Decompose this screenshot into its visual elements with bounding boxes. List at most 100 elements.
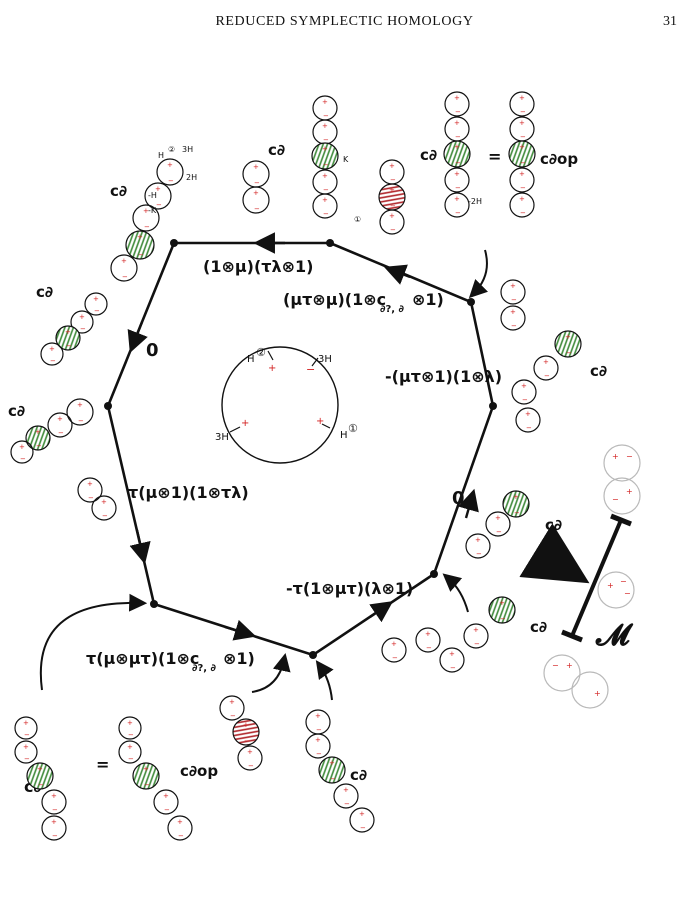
disk-sign: +: [35, 428, 41, 436]
edge-label-bottom-left: τ(μ⊗μτ)(1⊗c ∂?, ∂ ⊗1): [86, 649, 255, 674]
disk-sign: +: [101, 498, 107, 506]
center-disk: H ② 3H 3H H ① + − + +: [215, 346, 358, 463]
disk-sign: −: [38, 781, 44, 789]
disk-sign: −: [230, 712, 236, 720]
svg-text:τ(μ⊗μτ)(1⊗c: τ(μ⊗μτ)(1⊗c: [86, 649, 199, 668]
svg-text:−: −: [612, 495, 619, 504]
disk-sign: +: [525, 410, 531, 418]
disk-sign: −: [144, 223, 150, 231]
disk-sign: +: [495, 514, 501, 522]
disk-sign: +: [49, 345, 55, 353]
svg-text:∂?, ∂: ∂?, ∂: [192, 663, 217, 674]
svg-text:2H: 2H: [186, 173, 197, 182]
disk-sign: −: [102, 512, 108, 520]
disk-sign: +: [51, 792, 57, 800]
svg-text:3H: 3H: [182, 145, 193, 154]
disk-sign: +: [322, 98, 328, 106]
disk-sign: +: [51, 818, 57, 826]
svg-text:c∂: c∂: [590, 362, 607, 380]
cd-labels: c∂ c∂ c∂ c∂ c∂ c∂ c∂ c∂ c∂ c∂ c∂ c∂op c∂…: [8, 141, 607, 796]
disk-stacks: +−+−+−+−+−+−+−+−+−+−+−+−+−+−+−+−+−+−+−+−…: [11, 92, 581, 840]
disk-sign: +: [454, 94, 460, 102]
edge-label-top-right: (μτ⊗μ)(1⊗c ∂?, ∂ ⊗1): [283, 290, 444, 315]
disk-sign: +: [23, 743, 29, 751]
disk-sign: −: [520, 184, 526, 192]
disk-sign: +: [143, 765, 149, 773]
disk-sign: −: [316, 750, 322, 758]
svg-text:−: −: [620, 577, 627, 586]
disk-sign: −: [138, 251, 144, 259]
edge-label-bottom-right: -τ(1⊗μτ)(λ⊗1): [286, 579, 413, 598]
disk-sign: +: [315, 712, 321, 720]
disk-sign: +: [127, 719, 133, 727]
disk-sign: −: [511, 322, 517, 330]
disk-sign: +: [57, 415, 63, 423]
disk-sign: −: [344, 800, 350, 808]
disk-sign: +: [322, 122, 328, 130]
edge-labels: (1⊗μ)(τλ⊗1) (μτ⊗μ)(1⊗c ∂?, ∂ ⊗1) -(μτ⊗1)…: [86, 257, 502, 674]
disk-sign: +: [93, 295, 99, 303]
svg-text:⊗1): ⊗1): [223, 649, 255, 668]
svg-text:−: −: [306, 363, 315, 376]
disk-sign: −: [36, 442, 42, 450]
svg-text:⊗1): ⊗1): [412, 290, 444, 309]
disk-sign: +: [23, 719, 29, 727]
disk-sign: −: [156, 201, 162, 209]
edge-label-top: (1⊗μ)(τλ⊗1): [203, 257, 313, 276]
disk-sign: −: [80, 325, 86, 333]
disk-sign: −: [52, 832, 58, 840]
svg-text:(μτ⊗μ)(1⊗c: (μτ⊗μ)(1⊗c: [283, 290, 386, 309]
svg-text:c∂op: c∂op: [540, 150, 578, 168]
disk-sign: −: [128, 755, 134, 763]
faint-signs: +− −+ +−− −+ +: [552, 452, 633, 698]
disk-sign: −: [323, 161, 329, 169]
disk-sign: −: [500, 615, 506, 623]
svg-text:+: +: [566, 661, 573, 670]
svg-text:+: +: [607, 581, 614, 590]
svg-text:∂?, ∂: ∂?, ∂: [380, 304, 405, 315]
disk-sign: −: [390, 202, 396, 210]
disk-sign: +: [79, 313, 85, 321]
disk-sign: +: [454, 143, 460, 151]
disk-sign: +: [163, 792, 169, 800]
m-label: 𝓜: [595, 618, 634, 653]
disk-sign: −: [244, 737, 250, 745]
disk-sign: −: [455, 184, 461, 192]
disk-sign: −: [511, 296, 517, 304]
disk-sign: −: [24, 731, 30, 739]
disk-sign: +: [475, 536, 481, 544]
svg-text:+: +: [626, 487, 633, 496]
disk-sign: −: [450, 664, 456, 672]
svg-text:+: +: [241, 418, 249, 429]
disk-sign: −: [520, 108, 526, 116]
svg-text:c∂: c∂: [420, 146, 437, 164]
disk-sign: +: [177, 818, 183, 826]
disk-sign: +: [329, 759, 335, 767]
svg-text:c∂: c∂: [268, 141, 285, 159]
disk-sign: −: [88, 494, 94, 502]
disk-sign: +: [121, 257, 127, 265]
disk-sign: −: [178, 832, 184, 840]
disk-sign: −: [254, 205, 260, 213]
disk-sign: −: [78, 417, 84, 425]
disk-sign: −: [323, 112, 329, 120]
svg-text:+: +: [268, 363, 276, 374]
disk-sign: −: [254, 179, 260, 187]
disk-sign: −: [514, 509, 520, 517]
disk-sign: +: [253, 189, 259, 197]
svg-text:+: +: [594, 689, 601, 698]
edge-label-right-upper: -(μτ⊗1)(1⊗λ): [385, 367, 502, 386]
disk-sign: −: [426, 644, 432, 652]
disk-sign: +: [499, 599, 505, 607]
disk-sign: +: [253, 163, 259, 171]
disk-sign: −: [58, 429, 64, 437]
disk-sign: +: [454, 195, 460, 203]
svg-text:H: H: [247, 354, 255, 365]
edge-label-left-upper: 0: [146, 340, 159, 361]
curved-arrows: [41, 250, 487, 700]
svg-text:c∂: c∂: [8, 402, 25, 420]
disk-sign: −: [522, 396, 528, 404]
disk-sign: −: [144, 781, 150, 789]
disk-sign: +: [77, 401, 83, 409]
